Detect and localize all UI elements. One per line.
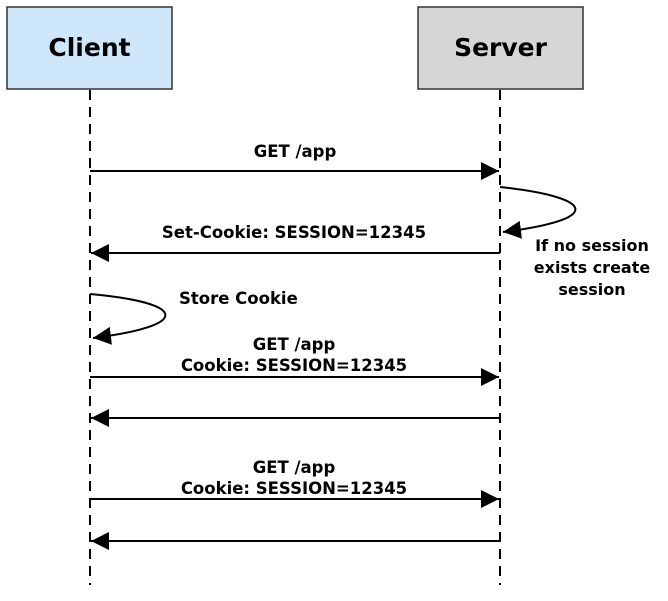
participant-client: Client bbox=[6, 6, 173, 90]
message-label-line-2: Cookie: SESSION=12345 bbox=[181, 356, 407, 375]
message-label: GET /app bbox=[254, 142, 337, 161]
store-cookie-label: Store Cookie bbox=[179, 289, 298, 308]
self-message-store-cookie: Store Cookie bbox=[89, 289, 298, 345]
note-line-3: session bbox=[558, 280, 625, 299]
client-label: Client bbox=[48, 33, 130, 62]
message-label-line-2: Cookie: SESSION=12345 bbox=[181, 479, 407, 498]
note-line-1: If no session bbox=[535, 236, 649, 255]
message-label-line-1: GET /app bbox=[253, 458, 336, 477]
self-message-loop-arrow bbox=[89, 293, 167, 345]
client-box bbox=[6, 6, 173, 90]
participant-server: Server bbox=[417, 6, 584, 90]
message-get-app-3: GET /app Cookie: SESSION=12345 bbox=[90, 458, 499, 508]
message-get-app-2: GET /app Cookie: SESSION=12345 bbox=[90, 335, 499, 386]
self-message-create-session: If no session exists create session bbox=[499, 186, 651, 299]
server-box bbox=[417, 6, 584, 90]
message-set-cookie: Set-Cookie: SESSION=12345 bbox=[91, 223, 500, 262]
message-label: Set-Cookie: SESSION=12345 bbox=[162, 223, 426, 242]
message-get-app-1: GET /app bbox=[90, 142, 499, 180]
note-line-2: exists create bbox=[534, 258, 651, 277]
self-message-loop-arrow bbox=[499, 186, 577, 239]
server-label: Server bbox=[454, 33, 548, 62]
message-label-line-1: GET /app bbox=[253, 335, 336, 354]
